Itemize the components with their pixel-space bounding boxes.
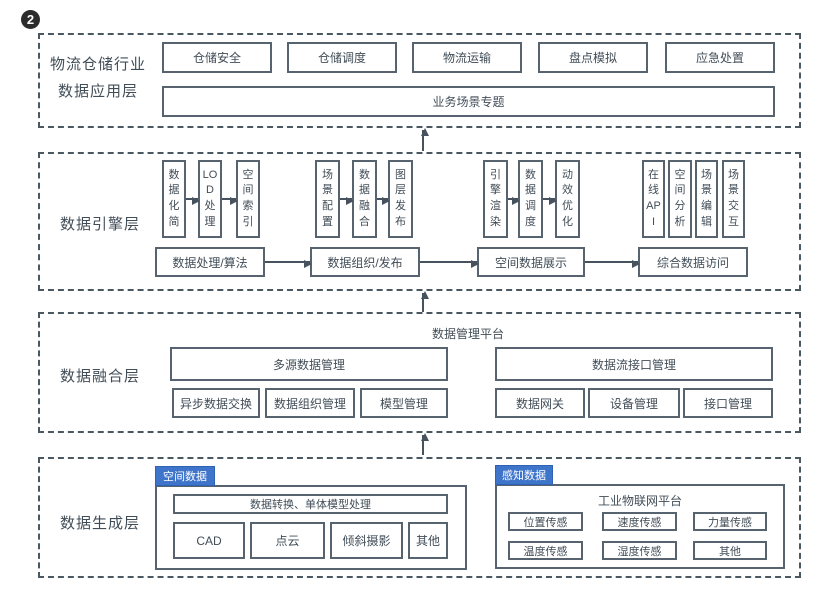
box-async-data-exchange: 异步数据交换 <box>172 388 260 418</box>
industrial-iot-platform-title: 工业物联网平台 <box>597 494 682 508</box>
box-business-scenario: 业务场景专题 <box>162 86 775 117</box>
box-humidity-sensing: 湿度传感 <box>602 541 677 560</box>
box-data-processing-algorithm: 数据处理/算法 <box>155 247 265 277</box>
data-management-platform-title: 数据管理平台 <box>432 327 505 341</box>
box-force-sensing: 力量传感 <box>693 512 767 531</box>
box-lod-processing: LO D 处 理 <box>198 160 222 238</box>
box-temperature-sensing: 温度传感 <box>508 541 583 560</box>
right-arrow-connector <box>186 197 200 205</box>
box-speed-sensing: 速度传感 <box>602 512 677 531</box>
annotation-badge: 2 <box>21 10 40 29</box>
engine-layer <box>38 152 801 291</box>
box-scene-edit: 场 景 编 辑 <box>695 160 718 238</box>
right-arrow-connector <box>543 197 557 205</box>
box-warehouse-security: 仓储安全 <box>162 42 272 73</box>
engine-layer-label: 数据引擎层 <box>59 216 140 233</box>
box-motion-optimization: 动 效 优 化 <box>555 160 580 238</box>
box-online-api: 在 线 AP I <box>642 160 665 238</box>
box-data-stream-interface-management: 数据流接口管理 <box>495 347 773 381</box>
up-arrow-connector-1 <box>421 128 429 151</box>
generation-layer <box>38 457 801 578</box>
box-data-gateway: 数据网关 <box>495 388 585 418</box>
box-multi-source-data-management: 多源数据管理 <box>170 347 448 381</box>
box-cad: CAD <box>173 522 245 559</box>
box-data-organization-management: 数据组织管理 <box>265 388 355 418</box>
box-inventory-simulation: 盘点模拟 <box>538 42 648 73</box>
spatial-data-tab: 空间数据 <box>155 466 215 486</box>
box-scene-interaction: 场 景 交 互 <box>722 160 745 238</box>
box-logistics-transport: 物流运输 <box>412 42 522 73</box>
box-device-management: 设备管理 <box>588 388 680 418</box>
box-interface-management: 接口管理 <box>683 388 773 418</box>
box-model-management: 模型管理 <box>360 388 448 418</box>
up-arrow-connector-3 <box>421 433 429 455</box>
box-layer-publish: 图 层 发 布 <box>388 160 413 238</box>
right-arrow-connector <box>585 260 640 268</box>
right-arrow-connector <box>508 197 520 205</box>
box-position-sensing: 位置传感 <box>508 512 583 531</box>
box-spatial-analysis: 空 间 分 析 <box>668 160 692 238</box>
box-spatial-index: 空 间 索 引 <box>236 160 260 238</box>
box-comprehensive-data-access: 综合数据访问 <box>638 247 748 277</box>
box-warehouse-scheduling: 仓储调度 <box>287 42 397 73</box>
application-layer-label: 物流仓储行业 数据应用层 <box>49 56 146 100</box>
fusion-layer-label: 数据融合层 <box>59 368 140 385</box>
box-data-fusion: 数 据 融 合 <box>352 160 377 238</box>
right-arrow-connector <box>222 197 238 205</box>
box-data-conversion-model-processing: 数据转换、单体模型处理 <box>173 494 448 514</box>
box-point-cloud: 点云 <box>250 522 325 559</box>
box-other-spatial: 其他 <box>408 522 448 559</box>
box-oblique-photography: 倾斜摄影 <box>330 522 403 559</box>
right-arrow-connector <box>265 260 312 268</box>
application-layer <box>38 33 801 128</box>
box-other-sensing: 其他 <box>693 541 767 560</box>
up-arrow-connector-2 <box>421 291 429 312</box>
box-data-scheduling: 数 据 调 度 <box>518 160 543 238</box>
box-data-organize-publish: 数据组织/发布 <box>310 247 420 277</box>
box-scene-config: 场 景 配 置 <box>315 160 340 238</box>
generation-layer-label: 数据生成层 <box>59 515 140 532</box>
right-arrow-connector <box>420 260 479 268</box>
right-arrow-connector <box>340 197 354 205</box>
sensing-data-tab: 感知数据 <box>495 465 553 485</box>
box-spatial-data-display: 空间数据展示 <box>477 247 585 277</box>
box-emergency-handling: 应急处置 <box>665 42 775 73</box>
box-data-simplification: 数 据 化 简 <box>162 160 186 238</box>
fusion-layer <box>38 312 801 433</box>
right-arrow-connector <box>377 197 390 205</box>
box-engine-render: 引 擎 渲 染 <box>483 160 508 238</box>
